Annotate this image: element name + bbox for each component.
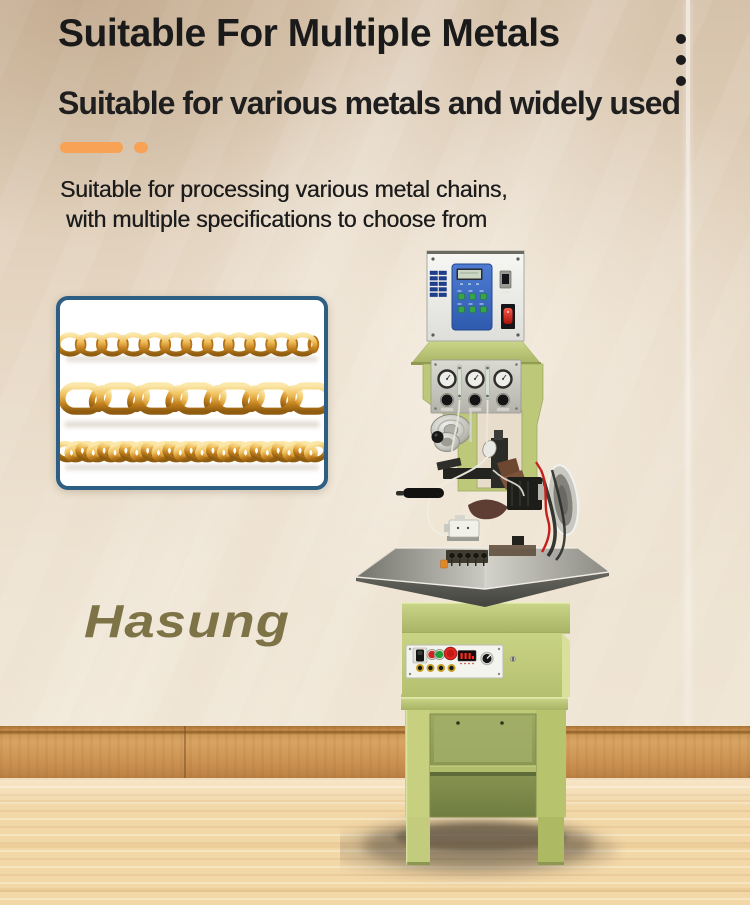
curb-chain-image <box>60 441 324 462</box>
collection-tray <box>355 547 610 607</box>
led-counter-display <box>457 650 477 665</box>
chain-machine-illustration <box>340 250 617 877</box>
description-line-1: Suitable for processing various metal ch… <box>60 176 508 202</box>
gauge-knobs <box>440 393 510 412</box>
adjustment-knobs-row <box>416 664 456 672</box>
brand-logo: Hasung <box>84 595 291 647</box>
accent-dash <box>60 142 123 153</box>
power-switch <box>501 304 515 329</box>
lower-control-panel <box>405 644 504 679</box>
floor-shadow <box>340 821 617 877</box>
vent-grid <box>429 270 447 297</box>
gold-chains-illustration <box>60 300 324 470</box>
bolt-row <box>446 550 488 566</box>
oil-sight-tubes <box>456 364 490 400</box>
accent-dot <box>134 142 148 153</box>
emergency-stop-button <box>443 646 458 661</box>
stand-shelf-compartment <box>429 713 537 818</box>
machine-body <box>402 602 570 697</box>
baseboard-seam <box>184 726 186 778</box>
page-title: Suitable For Multiple Metals <box>58 12 560 55</box>
solenoid-valve <box>444 515 480 541</box>
power-rocker-switch <box>412 647 428 664</box>
warning-sticker <box>440 559 448 569</box>
wire-spool <box>430 414 472 452</box>
cable-chain-image <box>60 335 320 354</box>
vertical-ellipsis-icon <box>675 34 687 88</box>
pressure-gauge-panel <box>430 359 522 414</box>
chain-shadows <box>64 356 320 470</box>
red-wire <box>539 469 551 553</box>
chain-forming-mechanism <box>396 399 580 569</box>
machine-stand <box>401 694 568 865</box>
keyhole <box>510 656 516 662</box>
lcd-display <box>456 268 483 280</box>
keypad-buttons <box>457 290 487 313</box>
pressure-gauges <box>437 369 513 389</box>
page-subtitle: Suitable for various metals and widely u… <box>58 85 681 121</box>
description-text: Suitable for processing various metal ch… <box>60 174 508 234</box>
speed-knob <box>480 651 494 666</box>
top-control-box <box>426 250 525 342</box>
wall-corner-highlight <box>686 0 690 726</box>
output-connector <box>499 270 512 294</box>
handle-rod <box>396 488 444 498</box>
chain-samples-inset <box>56 296 328 490</box>
wall-background <box>0 0 750 726</box>
long-link-chain-image <box>62 385 324 412</box>
controller-panel <box>451 263 493 331</box>
description-line-2: with multiple specifications to choose f… <box>66 206 487 232</box>
start-stop-buttons <box>426 649 445 660</box>
wood-baseboard <box>0 726 750 778</box>
